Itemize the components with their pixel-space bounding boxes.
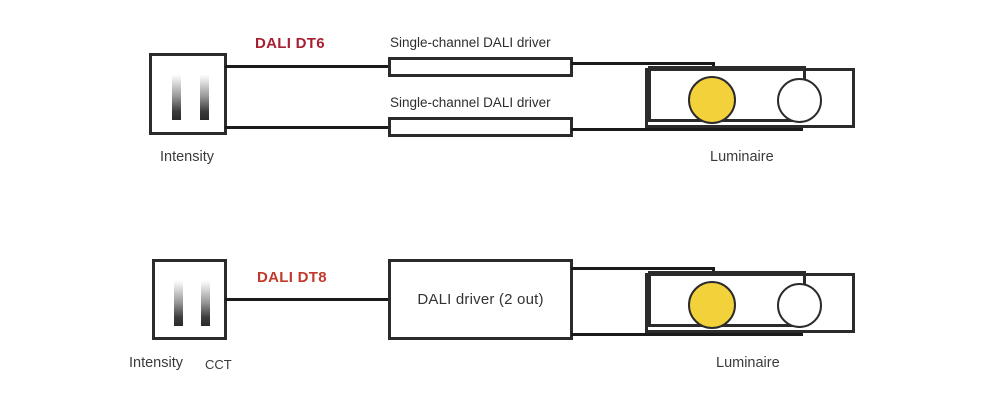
slider-bar-intensity[interactable] (174, 280, 183, 326)
slider-bar-intensity[interactable] (172, 74, 181, 120)
wire-controller-to-driver-1 (225, 65, 390, 68)
slider-bar-secondary[interactable] (200, 74, 209, 120)
luminaire-label-dt6: Luminaire (710, 149, 774, 165)
cool-lamp-dt8[interactable] (777, 283, 822, 328)
driver-label-1-dt6: Single-channel DALI driver (390, 35, 551, 50)
controller-label-cct-dt8: CCT (205, 357, 232, 372)
intensity-controller-dt6[interactable] (149, 53, 227, 135)
warm-lamp-dt6[interactable] (688, 76, 736, 124)
dali-driver-2out-label: DALI driver (2 out) (417, 291, 544, 308)
slider-bar-cct[interactable] (201, 280, 210, 326)
wire-driver2-out-horizontal (571, 128, 803, 131)
luminaire-housing-dt6[interactable] (645, 68, 855, 128)
wire-driver1-out-horizontal (571, 62, 714, 65)
luminaire-label-dt8: Luminaire (716, 355, 780, 371)
wire-controller-to-driver-dt8 (225, 298, 390, 301)
warm-lamp-dt8[interactable] (688, 281, 736, 329)
wire-driver-out1-horizontal (571, 267, 714, 270)
wire-controller-to-driver-2 (225, 126, 390, 129)
dali-driver-2out-dt8[interactable]: DALI driver (2 out) (388, 259, 573, 340)
intensity-cct-controller-dt8[interactable] (152, 259, 227, 340)
wire-driver-out2-horizontal (571, 333, 803, 336)
dali-driver-2-dt6[interactable] (388, 117, 573, 137)
bus-label-dt8: DALI DT8 (257, 269, 327, 286)
driver-label-2-dt6: Single-channel DALI driver (390, 95, 551, 110)
bus-label-dt6: DALI DT6 (255, 35, 325, 52)
controller-label-intensity-dt6: Intensity (160, 149, 214, 165)
controller-label-intensity-dt8: Intensity (129, 355, 183, 371)
dali-driver-1-dt6[interactable] (388, 57, 573, 77)
cool-lamp-dt6[interactable] (777, 78, 822, 123)
diagram-row-dt6: DALI DT6 Intensity Single-channel DALI d… (0, 0, 1000, 190)
